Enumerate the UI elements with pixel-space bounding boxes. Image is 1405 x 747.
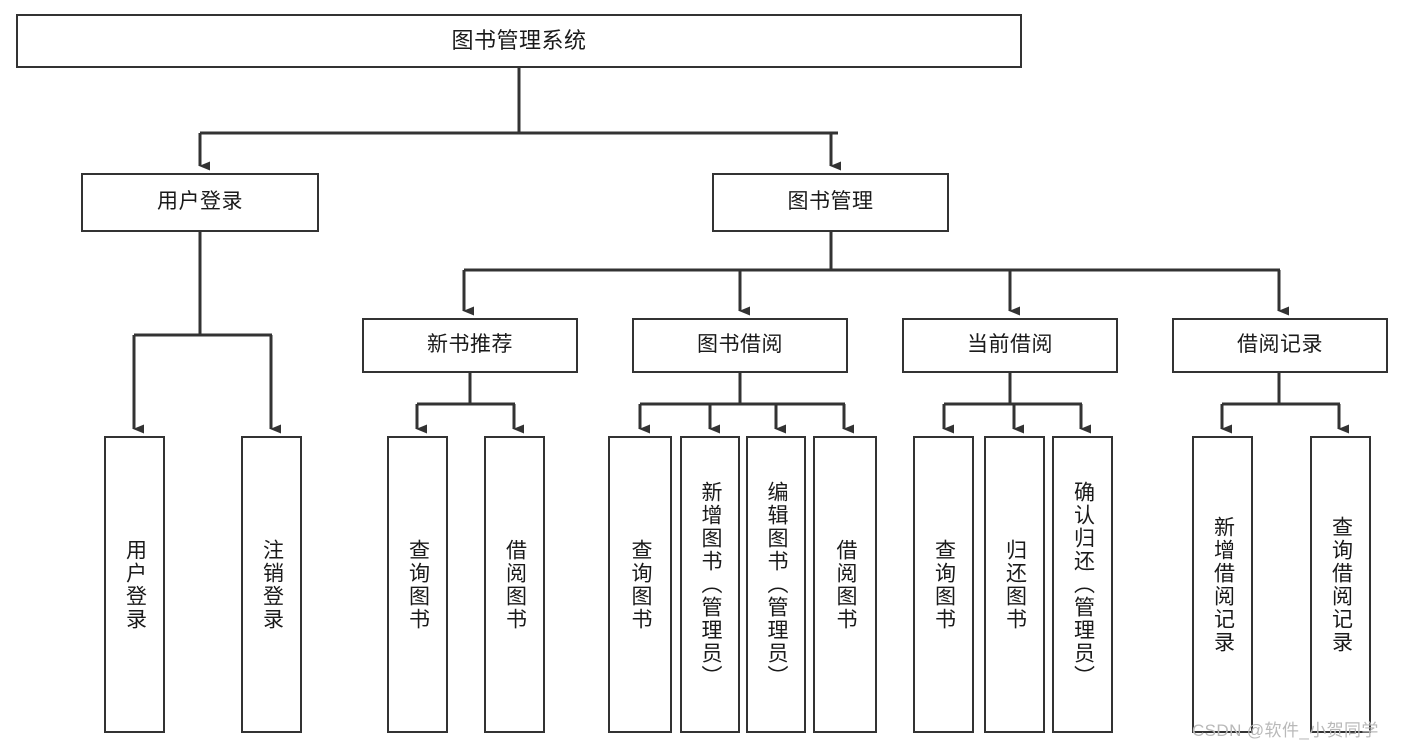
node-leaf-add-book-admin[interactable]: 新增图书（管理员） xyxy=(680,436,740,733)
node-book-borrow-label: 图书借阅 xyxy=(697,333,783,357)
node-leaf-query-book-borrow[interactable]: 查询图书 xyxy=(608,436,672,733)
node-leaf-confirm-return-admin-label: 确认归还（管理员） xyxy=(1071,481,1095,688)
node-leaf-query-book-current-label: 查询图书 xyxy=(932,538,956,631)
node-leaf-confirm-return-admin[interactable]: 确认归还（管理员） xyxy=(1052,436,1113,733)
node-book-management[interactable]: 图书管理 xyxy=(712,173,949,232)
node-new-book-recommend[interactable]: 新书推荐 xyxy=(362,318,578,373)
node-leaf-edit-book-admin[interactable]: 编辑图书（管理员） xyxy=(746,436,806,733)
node-leaf-query-book-borrow-label: 查询图书 xyxy=(629,538,653,631)
node-leaf-user-login[interactable]: 用户登录 xyxy=(104,436,165,733)
node-leaf-query-book-rec-label: 查询图书 xyxy=(406,538,430,631)
node-leaf-borrow-book-rec-label: 借阅图书 xyxy=(503,538,527,631)
node-leaf-logout-label: 注销登录 xyxy=(260,538,284,631)
csdn-watermark: CSDN @软件_小贺同学 xyxy=(1192,721,1379,740)
node-leaf-query-book-rec[interactable]: 查询图书 xyxy=(387,436,448,733)
node-borrow-records[interactable]: 借阅记录 xyxy=(1172,318,1388,373)
node-leaf-user-login-label: 用户登录 xyxy=(123,538,147,631)
node-current-borrow[interactable]: 当前借阅 xyxy=(902,318,1118,373)
node-user-login-label: 用户登录 xyxy=(157,190,243,214)
node-current-borrow-label: 当前借阅 xyxy=(967,333,1053,357)
node-leaf-borrow-book[interactable]: 借阅图书 xyxy=(813,436,877,733)
node-leaf-query-borrow-record-label: 查询借阅记录 xyxy=(1329,515,1353,654)
node-user-login[interactable]: 用户登录 xyxy=(81,173,319,232)
node-leaf-query-borrow-record[interactable]: 查询借阅记录 xyxy=(1310,436,1371,733)
node-leaf-borrow-book-label: 借阅图书 xyxy=(834,538,858,631)
node-leaf-edit-book-admin-label: 编辑图书（管理员） xyxy=(765,481,789,688)
node-leaf-add-borrow-record[interactable]: 新增借阅记录 xyxy=(1192,436,1253,733)
node-leaf-add-book-admin-label: 新增图书（管理员） xyxy=(699,481,723,688)
node-new-book-recommend-label: 新书推荐 xyxy=(427,333,513,357)
node-leaf-query-book-current[interactable]: 查询图书 xyxy=(913,436,974,733)
node-book-borrow[interactable]: 图书借阅 xyxy=(632,318,848,373)
node-leaf-return-book[interactable]: 归还图书 xyxy=(984,436,1045,733)
node-leaf-logout[interactable]: 注销登录 xyxy=(241,436,302,733)
node-leaf-return-book-label: 归还图书 xyxy=(1003,538,1027,631)
node-leaf-add-borrow-record-label: 新增借阅记录 xyxy=(1211,515,1235,654)
node-root-label: 图书管理系统 xyxy=(451,28,587,54)
node-leaf-borrow-book-rec[interactable]: 借阅图书 xyxy=(484,436,545,733)
node-root[interactable]: 图书管理系统 xyxy=(16,14,1022,68)
node-book-management-label: 图书管理 xyxy=(787,190,874,214)
node-borrow-records-label: 借阅记录 xyxy=(1237,333,1323,357)
